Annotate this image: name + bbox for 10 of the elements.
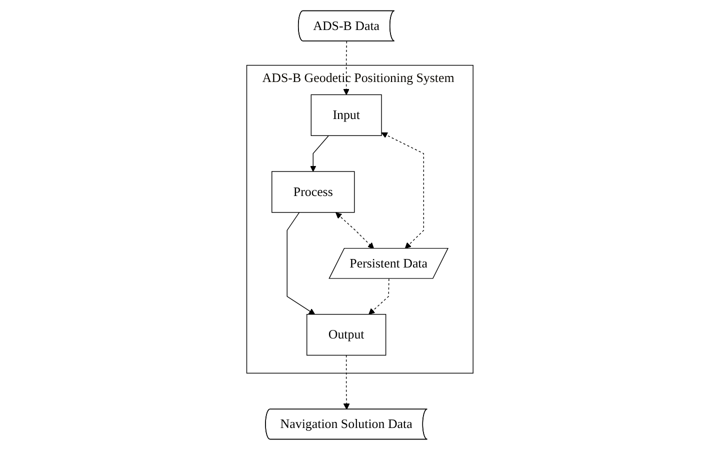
arrow	[286, 212, 315, 315]
arrow	[310, 135, 329, 172]
arrow	[368, 278, 389, 315]
node-box: Output	[306, 314, 386, 356]
arrow	[343, 354, 350, 410]
arrow	[335, 212, 374, 249]
node-box: Input	[310, 94, 382, 136]
arrow	[380, 132, 424, 249]
node-box: Process	[271, 171, 354, 213]
arrow	[342, 40, 350, 96]
